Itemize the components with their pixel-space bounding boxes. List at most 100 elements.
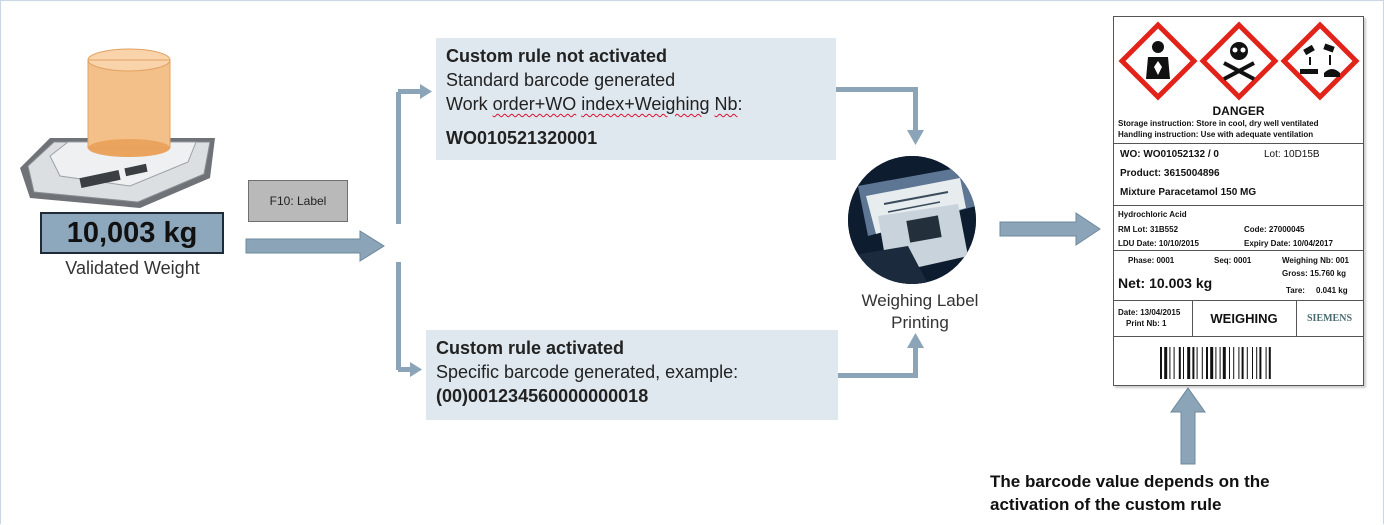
rule-not-activated-title: Custom rule not activated (446, 46, 668, 66)
label-product: Product: 3615004896 (1120, 168, 1220, 179)
label-lot: Lot: 10D15B (1264, 149, 1320, 160)
barcode-bar (1229, 347, 1230, 379)
printer-photo-art (848, 156, 976, 284)
label-weights-section: Phase: 0001 Seq: 0001 Weighing Nb: 001 N… (1114, 251, 1363, 301)
label-footer-divider-2 (1296, 301, 1297, 337)
standard-barcode-value: WO010521320001 (446, 128, 598, 148)
weighing-scale-illustration (20, 48, 215, 208)
barcode-bar (1241, 347, 1244, 379)
barcode-bar (1233, 347, 1235, 379)
printing-caption-line1: Weighing Label (861, 291, 979, 310)
label-phase: Phase: 0001 (1128, 256, 1175, 265)
skull-crossbones-icon (1199, 21, 1279, 101)
arrow-printing-to-label (999, 212, 1101, 246)
validated-weight-caption: Validated Weight (65, 258, 200, 278)
barcode-bar (1252, 347, 1253, 379)
barcode-bar (1160, 347, 1162, 379)
label-material-section: Hydrochloric Acid RM Lot: 31B552 Code: 2… (1114, 206, 1363, 251)
arrow-down-into-printing (907, 130, 924, 145)
barcode-bar (1259, 347, 1262, 379)
line2-part-g: : (737, 94, 743, 114)
label-mixture: Mixture Paracetamol 150 MG (1120, 187, 1257, 198)
line2-part-a: Work (446, 94, 493, 114)
label-date: Date: 13/04/2015 (1118, 308, 1181, 317)
validated-weight-display: 10,003 kg (40, 212, 224, 254)
barcode-bar (1206, 347, 1208, 379)
barcode-note-line1: The barcode value depends on the (990, 472, 1270, 491)
arrow-up-into-printing (907, 333, 924, 348)
label-footer-divider-1 (1192, 301, 1193, 337)
label-gross-label: Gross: (1282, 269, 1308, 278)
label-net-weight: Net: 10.003 kg (1118, 275, 1213, 291)
rule-activated-box: Custom rule activated Specific barcode g… (426, 330, 838, 420)
barcode-bar (1192, 347, 1195, 379)
branch-up-vertical (396, 92, 401, 224)
top-box-to-printing-horizontal (836, 87, 916, 92)
rule-activated-line1: Specific barcode generated, example: (436, 362, 739, 382)
label-wo: WO: WO01052132 / 0 (1120, 149, 1219, 160)
line2-part-d: index+Weighing (581, 94, 710, 114)
f10-label-key: F10: Label (248, 180, 348, 222)
barcode-bar (1196, 347, 1198, 379)
rule-not-activated-line1: Standard barcode generated (446, 70, 676, 90)
barcode-bar (1222, 347, 1226, 379)
label-gross-value: 15.760 kg (1310, 269, 1347, 278)
arrow-to-rule-box-bottom (398, 362, 422, 377)
barcode-bar (1215, 347, 1217, 379)
weighing-label: DANGER Storage instruction: Store in coo… (1113, 16, 1364, 386)
label-ldu-date: LDU Date: 10/10/2015 (1118, 239, 1199, 248)
rule-not-activated-box: Custom rule not activated Standard barco… (436, 38, 836, 160)
label-weighing-nb: Weighing Nb: 001 (1282, 256, 1349, 265)
label-handling-instruction: Handling instruction: Use with adequate … (1118, 130, 1314, 139)
label-work-order-section: WO: WO01052132 / 0 Lot: 10D15B Product: … (1114, 144, 1363, 206)
arrow-to-rule-box-top (398, 84, 432, 99)
bottom-box-to-printing-horizontal (838, 373, 918, 378)
label-barcode (1160, 347, 1271, 379)
barcode-bar (1201, 347, 1203, 379)
barcode-bar (1256, 347, 1258, 379)
rule-not-activated-line2: Work order+WO index+Weighing Nb: (446, 92, 826, 116)
bottom-box-to-printing-vertical (913, 346, 918, 378)
corrosion-icon (1280, 21, 1360, 101)
label-footer-section: Date: 13/04/2015 Print Nb: 1 WEIGHING SI… (1114, 301, 1363, 337)
health-hazard-icon (1118, 21, 1198, 101)
barcode-bar (1219, 347, 1221, 379)
barcode-bar (1183, 347, 1184, 379)
label-expiry-date: Expiry Date: 10/04/2017 (1244, 239, 1333, 248)
label-brand-logo: SIEMENS (1306, 313, 1352, 324)
label-danger-text: DANGER (1212, 104, 1265, 118)
arrow-callout-to-barcode (1170, 387, 1206, 465)
barcode-bar (1187, 347, 1191, 379)
barcode-bar (1265, 347, 1267, 379)
label-storage-instruction: Storage instruction: Store in cool, dry … (1118, 119, 1319, 128)
label-code: Code: 27000045 (1244, 225, 1305, 234)
label-weighing-title: WEIGHING (1210, 311, 1278, 326)
barcode-note-line2: activation of the custom rule (990, 495, 1222, 514)
printing-caption-line2: Printing (891, 313, 949, 332)
label-hazard-section: DANGER Storage instruction: Store in coo… (1114, 17, 1363, 144)
ghs-pictograms (1118, 21, 1360, 101)
arrow-scale-to-split (245, 230, 385, 262)
barcode-bar (1178, 347, 1181, 379)
printing-caption: Weighing Label Printing (830, 290, 1010, 334)
barcode-bar (1173, 347, 1175, 379)
barcode-bar (1169, 347, 1171, 379)
top-box-to-printing-vertical (913, 87, 918, 133)
line2-part-b: order+WO (492, 94, 577, 114)
barcode-bar (1210, 347, 1214, 379)
barcode-bar (1268, 347, 1271, 379)
label-material: Hydrochloric Acid (1118, 210, 1187, 219)
specific-barcode-value: (00)001234560000000018 (436, 386, 649, 406)
label-printer-photo (848, 156, 976, 284)
label-rm-lot: RM Lot: 31B552 (1118, 225, 1179, 234)
line2-part-f: Nb (714, 94, 738, 114)
label-tare-label: Tare: (1286, 286, 1305, 295)
label-print-nb: Print Nb: 1 (1126, 319, 1167, 328)
label-tare-value: 0.041 kg (1316, 286, 1348, 295)
branch-down-vertical (396, 262, 401, 370)
barcode-bar (1238, 347, 1240, 379)
barcode-bar (1246, 347, 1248, 379)
barcode-bar (1164, 347, 1168, 379)
